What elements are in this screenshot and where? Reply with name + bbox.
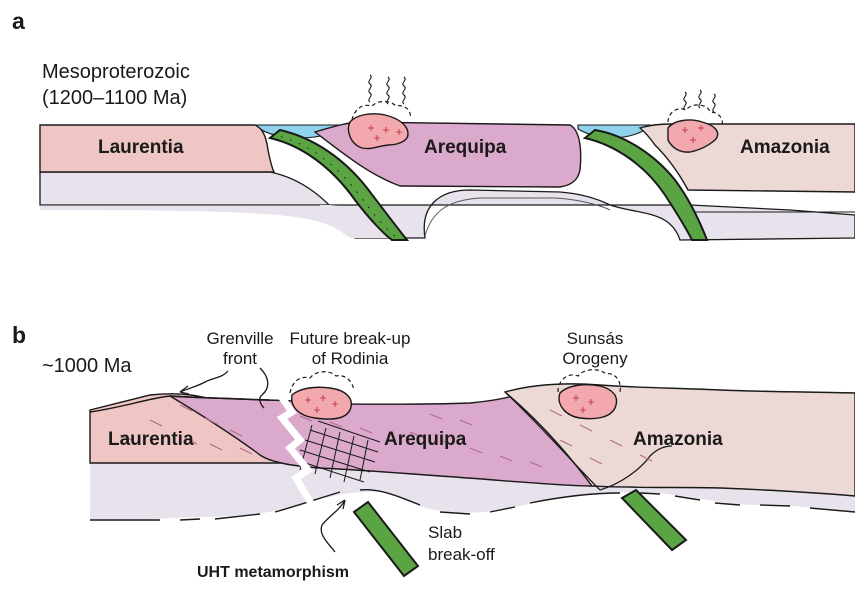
panel-b-breakup-line1: Future break-up (285, 329, 415, 349)
panel-b-slab-line1: Slab (428, 523, 462, 543)
panel-b-letter: b (12, 322, 26, 349)
panel-b-slab-right (622, 490, 686, 550)
panel-b-breakup-line2: of Rodinia (285, 349, 415, 369)
panel-a-age-line2: (1200–1100 Ma) (42, 87, 187, 111)
panel-a-arequipa-label: Arequipa (424, 137, 506, 159)
panel-b-arequipa-label: Arequipa (384, 429, 466, 451)
panel-b-grenville-line2: front (200, 349, 280, 369)
panel-b-pluton-amazonia (559, 385, 616, 419)
panel-a-steam-icons (369, 75, 715, 112)
panel-b-amazonia-label: Amazonia (633, 429, 723, 451)
panel-a-laurentia-label: Laurentia (98, 137, 184, 159)
panel-b-laurentia-label: Laurentia (108, 429, 194, 451)
panel-b-sunsas-line2: Orogeny (555, 349, 635, 369)
panel-a-mantle-lower (40, 205, 405, 238)
panel-b-uht-label: UHT metamorphism (197, 564, 349, 583)
panel-b-slab-left (354, 502, 418, 576)
panel-a-letter: a (12, 8, 25, 35)
panel-b-grenville-line1: Grenville (200, 329, 280, 349)
panel-b-age: ~1000 Ma (42, 355, 132, 379)
panel-b-slab-line2: break-off (428, 545, 495, 565)
panel-a-age-line1: Mesoproterozoic (42, 61, 190, 85)
panel-a-amazonia-label: Amazonia (740, 137, 830, 159)
panel-b-sunsas-line1: Sunsás (555, 329, 635, 349)
